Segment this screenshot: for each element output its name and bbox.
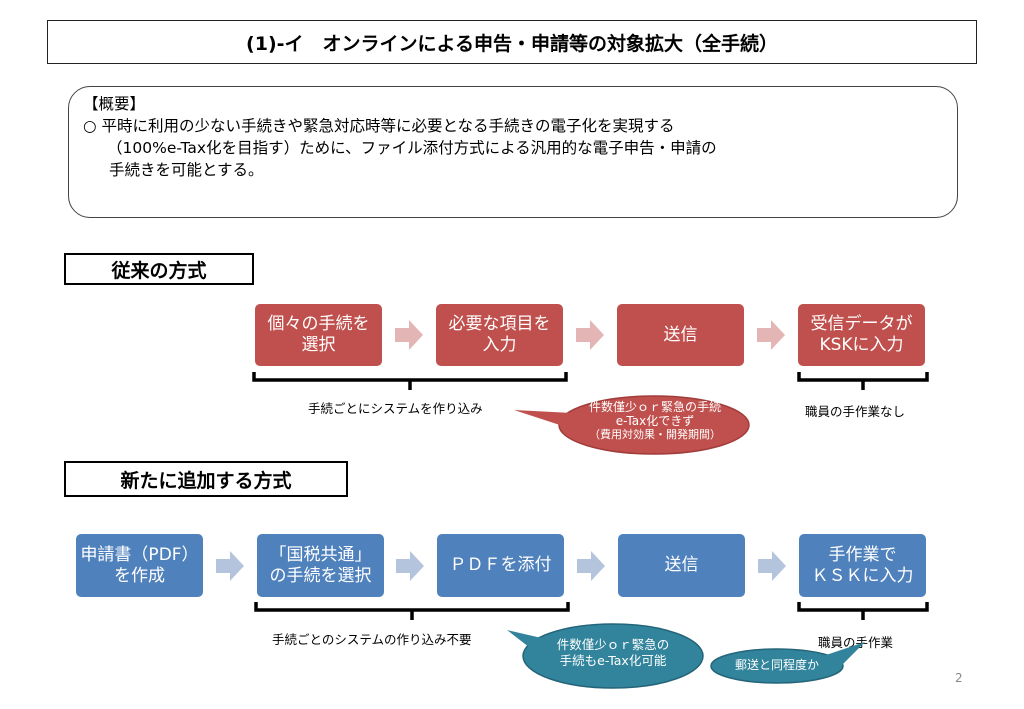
step-text: の手続を選択	[269, 565, 372, 586]
callout-text-blue-small: 郵送と同程度か	[734, 658, 819, 672]
callout-line: 件数僅少ｏｒ緊急の手続	[588, 400, 721, 414]
arrow-right-icon	[216, 551, 244, 585]
arrow-right-icon	[757, 320, 785, 354]
new-step-4: 送信	[618, 534, 745, 597]
page-number: 2	[955, 671, 963, 685]
summary-line-3: 手続きを可能とする。	[109, 161, 264, 179]
step-text: 送信	[663, 324, 698, 345]
step-text: を作成	[114, 565, 165, 586]
bracket-conventional-left	[252, 370, 568, 396]
callout-bubble-blue-small	[705, 640, 870, 690]
callout-text-blue: 件数僅少ｏｒ緊急の 手続もe-Tax化可能	[528, 637, 698, 669]
callout-bubble-red	[512, 393, 752, 461]
step-text: 「国税共通」	[269, 544, 372, 565]
slide-title: (1)-イ オンラインによる申告・申請等の対象拡大（全手続）	[47, 20, 977, 64]
step-text: 受信データが	[810, 314, 913, 334]
new-step-3: ＰＤＦを添付	[437, 534, 564, 597]
caption-conventional-left: 手続ごとにシステムを作り込み	[308, 401, 483, 416]
step-text: 必要な項目を	[448, 314, 551, 334]
step-text: KSKに入力	[819, 335, 904, 355]
conventional-step-1: 個々の手続を選択	[255, 304, 382, 366]
callout-bubble-blue	[505, 618, 705, 694]
bracket-conventional-right	[797, 370, 929, 396]
arrow-right-icon	[395, 320, 423, 354]
summary-heading: 【概要】	[83, 95, 146, 113]
arrow-right-icon	[396, 551, 424, 585]
bracket-new-right	[797, 600, 929, 626]
new-step-2: 「国税共通」の手続を選択	[257, 534, 384, 597]
conventional-step-2: 必要な項目を入力	[436, 304, 563, 366]
new-step-1: 申請書（PDF）を作成	[76, 534, 203, 597]
step-text: 手作業で	[828, 544, 897, 565]
caption-conventional-right: 職員の手作業なし	[805, 404, 906, 419]
arrow-right-icon	[576, 320, 604, 354]
callout-line: 件数僅少ｏｒ緊急の	[556, 637, 670, 652]
callout-line: e-Tax化できず	[615, 414, 695, 428]
step-text: 選択	[301, 335, 336, 355]
conventional-step-3: 送信	[617, 304, 744, 366]
summary-line-1: ○ 平時に利用の少ない手続きや緊急対応時等に必要となる手続きの電子化を実現する	[83, 117, 675, 135]
step-text: 入力	[482, 335, 517, 355]
arrow-right-icon	[577, 551, 605, 585]
section-label-new: 新たに追加する方式	[64, 461, 348, 497]
step-text: 送信	[664, 555, 699, 575]
callout-text-red: 件数僅少ｏｒ緊急の手続 e-Tax化できず （費用対効果・開発期間）	[564, 400, 746, 442]
caption-new-left: 手続ごとのシステムの作り込み不要	[272, 632, 472, 647]
caption-new-right: 職員の手作業	[818, 635, 894, 650]
section-label-conventional: 従来の方式	[64, 253, 254, 285]
arrow-right-icon	[758, 551, 786, 585]
callout-line: （費用対効果・開発期間）	[589, 428, 721, 441]
callout-line: 手続もe-Tax化可能	[559, 653, 667, 668]
step-text: 個々の手続を	[267, 314, 370, 334]
bracket-new-left	[254, 600, 570, 626]
summary-box: 【概要】 ○ 平時に利用の少ない手続きや緊急対応時等に必要となる手続きの電子化を…	[68, 86, 958, 218]
step-text: ＫＳＫに入力	[811, 565, 914, 586]
step-text: 申請書（PDF）	[80, 544, 199, 565]
summary-line-2: （100%e-Tax化を目指す）ために、ファイル添付方式による汎用的な電子申告・…	[107, 139, 717, 157]
step-text: ＰＤＦを添付	[449, 555, 552, 575]
